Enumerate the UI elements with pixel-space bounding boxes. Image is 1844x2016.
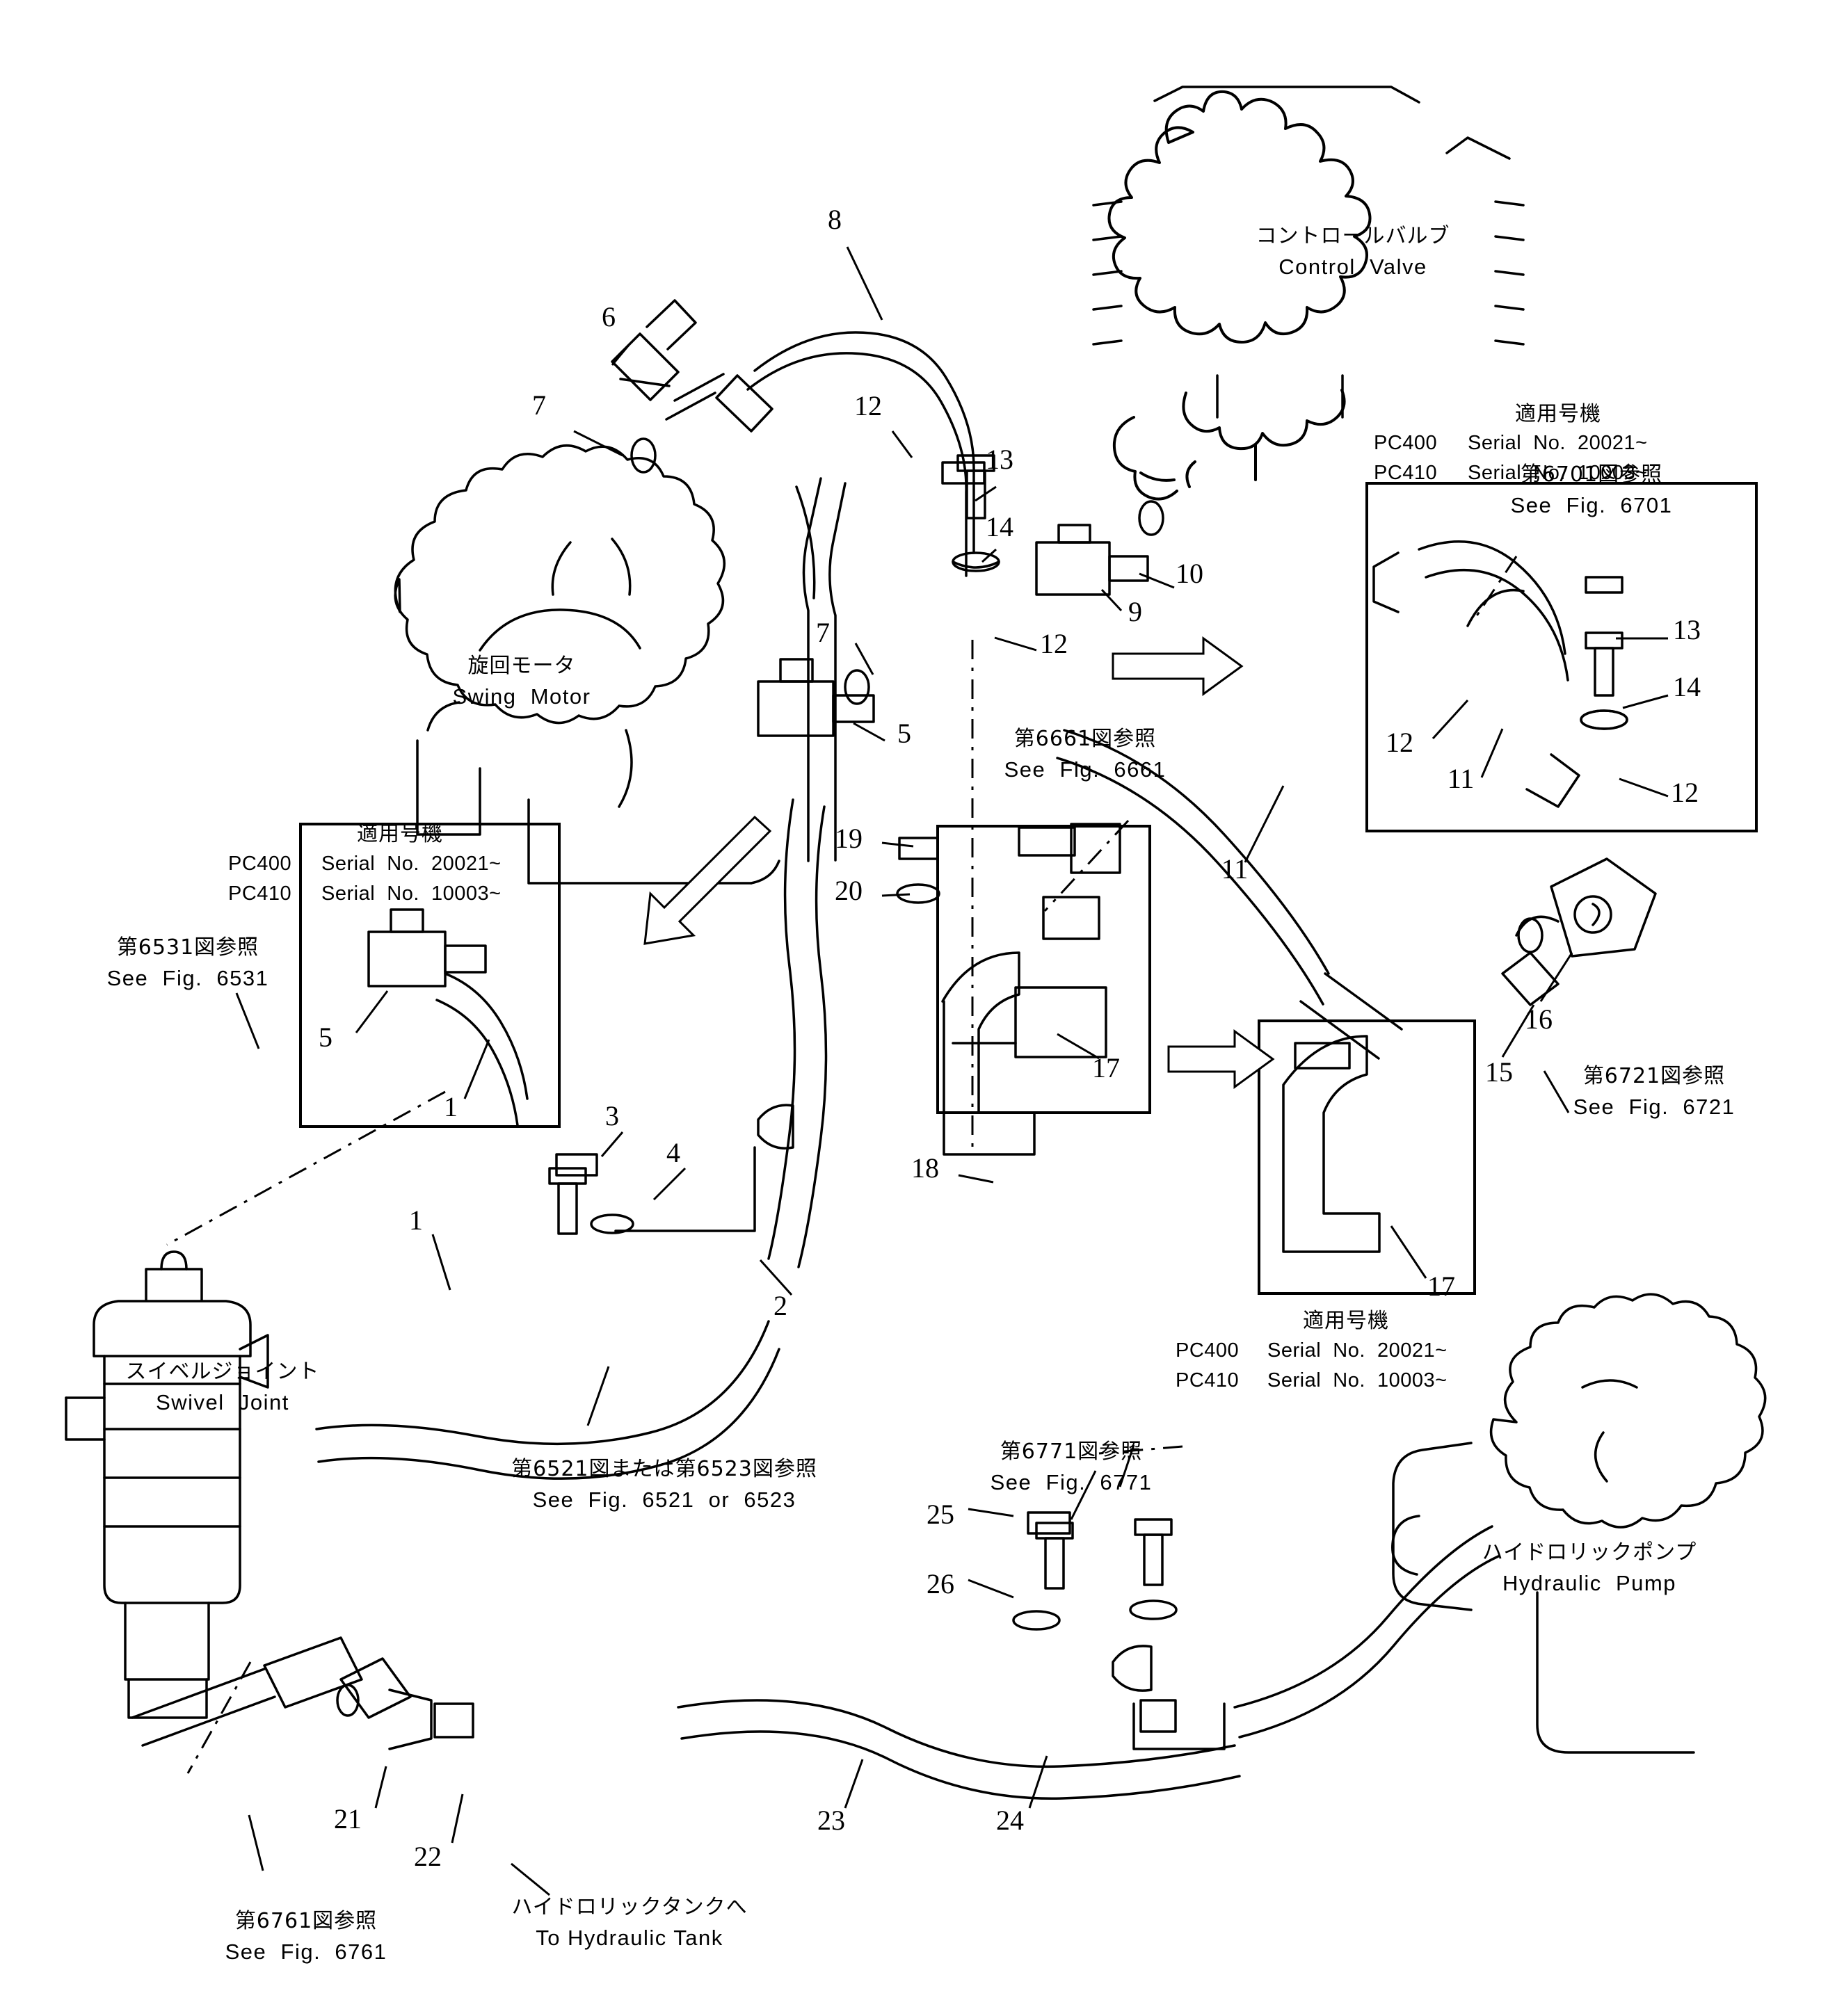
callout-number: 16 — [1525, 1003, 1553, 1035]
callout-number: 13 — [1673, 614, 1701, 645]
callout-number: 5 — [319, 1022, 332, 1053]
applicable-heading-jp-0: 適用号機 — [1515, 402, 1601, 426]
fittings-and-clamps — [131, 299, 1657, 1750]
swivel-joint-label-en: Swivel Joint — [156, 1390, 289, 1414]
ref-fig6521-en: See Fig. 6521 or 6523 — [532, 1487, 796, 1512]
applicable-model-0-2: PC410 — [1374, 462, 1438, 484]
callout-number: 23 — [817, 1805, 845, 1836]
ref-fig6721-en: See Fig. 6721 — [1573, 1095, 1735, 1119]
callout-number: 12 — [1040, 628, 1068, 659]
ref-fig6761-en: See Fig. 6761 — [225, 1940, 387, 1964]
applicable-serial-1-2: Serial No. 10003~ — [321, 882, 502, 905]
control-valve-label-en: Control Valve — [1278, 255, 1427, 279]
applicable-serial-2-1: Serial No. 20021~ — [1267, 1339, 1448, 1362]
ref-fig6701-en: See Fig. 6701 — [1510, 493, 1673, 517]
hydraulic-pump-label-en: Hydraulic Pump — [1502, 1571, 1676, 1595]
callout-number: 14 — [1673, 671, 1701, 702]
inset-boxes — [299, 482, 1758, 1295]
inset-fig6701 — [1365, 482, 1758, 832]
callout-number: 8 — [828, 204, 842, 235]
bolts-and-washers — [555, 461, 1071, 1535]
callout-number: 10 — [1176, 558, 1203, 589]
inset-fig6531-contents — [367, 908, 529, 1127]
applicable-serial-0-1: Serial No. 20021~ — [1468, 432, 1648, 454]
ref-fig6531-en: See Fig. 6531 — [106, 966, 269, 990]
hydraulic-pump-label-jp: ハイドロリックポンプ — [1482, 1540, 1697, 1565]
control-valve-detail — [1092, 86, 1525, 419]
callout-number: 13 — [986, 444, 1013, 475]
to-hydraulic-tank-label-jp: ハイドロリックタンクへ — [511, 1895, 748, 1919]
applicable-heading-jp-2: 適用号機 — [1303, 1309, 1389, 1333]
callout-number: 14 — [986, 511, 1013, 542]
callout-number: 22 — [414, 1841, 442, 1872]
hose-assemblies — [315, 331, 1500, 1800]
control-valve-body — [1107, 90, 1372, 501]
ref-fig6771-en: See Fig. 6771 — [990, 1470, 1153, 1494]
leader-lines — [235, 246, 1669, 1896]
callout-number: 17 — [1092, 1052, 1120, 1083]
callout-number: 12 — [1386, 727, 1413, 758]
callout-number: 21 — [334, 1803, 362, 1834]
applicable-heading-jp-1: 適用号機 — [357, 822, 443, 846]
applicable-model-2-1: PC400 — [1176, 1339, 1240, 1362]
arrow-markers — [643, 636, 1275, 1089]
applicable-serial-2-2: Serial No. 10003~ — [1267, 1369, 1448, 1392]
callout-number: 1 — [409, 1204, 423, 1236]
callout-number: 4 — [666, 1137, 680, 1168]
callout-number: 3 — [605, 1100, 619, 1131]
applicable-model-1-1: PC400 — [228, 853, 292, 875]
swing-motor-body — [394, 444, 780, 885]
callout-number: 9 — [1128, 596, 1142, 627]
ref-fig6521-jp: 第6521図または第6523図参照 — [511, 1457, 817, 1481]
swivel-joint-label-jp: スイベルジョイント — [125, 1360, 320, 1384]
swing-motor-label-en: Swing Motor — [452, 684, 591, 709]
callout-number: 7 — [532, 389, 546, 421]
applicable-serial-0-2: Serial No. 10003~ — [1468, 462, 1648, 484]
callout-number: 11 — [1447, 763, 1475, 794]
hydraulic-pump-body — [1391, 1293, 1767, 1754]
callout-number: 19 — [835, 823, 863, 854]
ref-fig6771-jp: 第6771図参照 — [1000, 1440, 1143, 1464]
ref-fig6661-jp: 第6661図参照 — [1013, 727, 1157, 751]
inset-fig6701-contents — [1372, 540, 1628, 808]
callout-number: 24 — [996, 1805, 1024, 1836]
callout-number: 20 — [835, 875, 863, 906]
callout-number: 15 — [1485, 1056, 1513, 1088]
center-lines — [166, 556, 1518, 1774]
callout-number: 26 — [927, 1568, 954, 1599]
callout-number: 6 — [602, 301, 616, 332]
callout-number: 25 — [927, 1499, 954, 1530]
applicable-model-1-2: PC410 — [228, 882, 292, 905]
inset-fig6661-frame — [936, 825, 1151, 1114]
ref-fig6661-en: See Fig. 6661 — [1004, 757, 1166, 782]
callout-number: 18 — [911, 1152, 939, 1184]
inset-fig6531 — [299, 823, 561, 1128]
to-hydraulic-tank-label-en: To Hydraulic Tank — [536, 1926, 723, 1950]
callout-number: 12 — [1671, 777, 1699, 808]
ref-fig6761-jp: 第6761図参照 — [234, 1909, 378, 1933]
ref-fig6701-jp: 第6701図参照 — [1520, 462, 1663, 487]
applicable-serial-1-1: Serial No. 20021~ — [321, 853, 502, 875]
swivel-joint-body — [65, 1250, 269, 1719]
callout-number: 5 — [897, 718, 911, 749]
callout-number: 1 — [444, 1091, 458, 1122]
applicable-model-0-1: PC400 — [1374, 432, 1438, 454]
callout-number: 11 — [1221, 853, 1249, 885]
swing-motor-label-jp: 旋回モータ — [467, 654, 576, 678]
callout-number: 12 — [854, 390, 882, 421]
ref-fig6531-jp: 第6531図参照 — [116, 935, 259, 960]
inset-bracket17-contents — [1282, 1035, 1381, 1253]
callout-number: 7 — [816, 617, 830, 648]
callout-number: 17 — [1427, 1271, 1455, 1302]
inset-bracket17 — [1258, 1019, 1476, 1295]
control-valve-label-jp: コントロールバルブ — [1256, 224, 1450, 248]
applicable-model-2-2: PC410 — [1176, 1369, 1240, 1392]
ref-fig6721-jp: 第6721図参照 — [1582, 1064, 1726, 1088]
callout-number: 2 — [773, 1290, 787, 1321]
